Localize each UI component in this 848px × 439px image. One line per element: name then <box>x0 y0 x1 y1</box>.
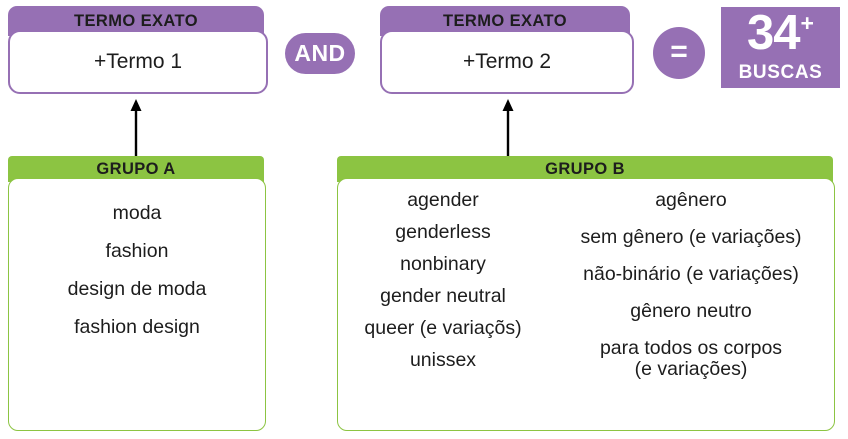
result-plus-sign: + <box>800 10 814 37</box>
group-a-columns: moda fashion design de moda fashion desi… <box>9 179 265 430</box>
equals-operator-badge: = <box>653 27 705 79</box>
result-label: BUSCAS <box>738 61 823 83</box>
term-card-2-value[interactable]: +Termo 2 <box>380 30 634 94</box>
group-a-header: GRUPO A <box>8 156 264 182</box>
list-item: fashion design <box>74 316 200 339</box>
group-a-column-1: moda fashion design de moda fashion desi… <box>9 202 265 430</box>
list-item: agender <box>407 189 479 211</box>
list-item: sem gênero (e variações) <box>580 226 802 249</box>
result-count-block: 34 + BUSCAS <box>721 7 840 88</box>
list-item: não-binário (e variações) <box>583 263 799 286</box>
group-b-header: GRUPO B <box>337 156 833 182</box>
list-item: para todos os corpos (e variações) <box>599 337 783 381</box>
group-b-column-2: agênero sem gênero (e variações) não-bin… <box>548 189 834 430</box>
term-card-1-value[interactable]: +Termo 1 <box>8 30 268 94</box>
list-item: genderless <box>395 221 491 244</box>
and-operator-badge: AND <box>285 33 355 74</box>
term-card-1: TERMO EXATO +Termo 1 <box>8 6 268 94</box>
list-item: moda <box>112 202 162 224</box>
list-item: unissex <box>409 349 477 372</box>
list-item: nonbinary <box>400 253 486 276</box>
term-card-2: TERMO EXATO +Termo 2 <box>380 6 634 94</box>
group-b-body: agender genderless nonbinary gender neut… <box>337 178 835 431</box>
group-b-columns: agender genderless nonbinary gender neut… <box>338 179 834 430</box>
list-item: design de moda <box>67 278 207 301</box>
group-b-column-1: agender genderless nonbinary gender neut… <box>338 189 548 430</box>
list-item: gênero neutro <box>630 300 752 323</box>
group-card-a: GRUPO A moda fashion design de moda fash… <box>8 156 266 431</box>
list-item: gender neutral <box>380 285 506 308</box>
arrow-group-b-to-term-2 <box>502 99 514 160</box>
result-number-row: 34 + <box>747 6 814 61</box>
group-card-b: GRUPO B agender genderless nonbinary gen… <box>337 156 835 431</box>
group-a-body: moda fashion design de moda fashion desi… <box>8 178 266 431</box>
list-item: agênero <box>655 189 727 211</box>
result-number: 34 <box>747 6 801 61</box>
list-item: queer (e variaçõs) <box>364 317 522 340</box>
list-item: fashion <box>105 240 169 263</box>
arrow-group-a-to-term-1 <box>130 99 142 160</box>
